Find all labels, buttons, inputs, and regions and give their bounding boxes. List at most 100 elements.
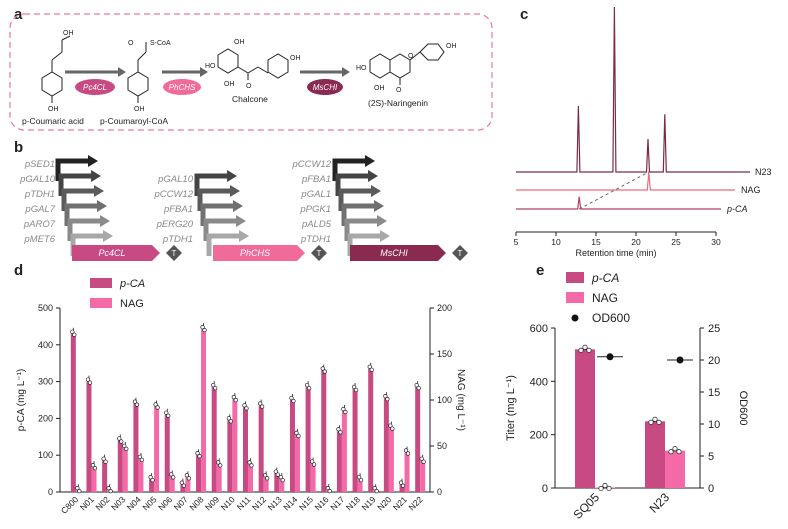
replicate-point — [296, 433, 301, 439]
promoter-arrow — [332, 158, 365, 181]
promoter-arrowhead — [380, 230, 390, 242]
bar-pca — [383, 398, 389, 492]
bar-nag — [138, 458, 144, 492]
d-ytick-left: 100 — [38, 450, 53, 460]
compound-label-pcoa: p-Coumaroyl-CoA — [100, 116, 168, 126]
d-category-label: N12 — [250, 494, 268, 512]
d-category-label: N01 — [78, 494, 96, 512]
bar-pca — [305, 387, 311, 492]
chalcone-structure — [217, 48, 289, 80]
replicate-point — [327, 489, 332, 494]
d-ytick-right: 200 — [437, 303, 452, 313]
bar-nag — [216, 464, 222, 492]
atom-oh: OH — [290, 55, 301, 62]
replicate-point — [265, 476, 270, 481]
e-legend-swatch — [566, 272, 584, 283]
replicate-point — [122, 443, 127, 448]
c-xtick-label: 5 — [514, 237, 519, 247]
panel-b-letter: b — [14, 139, 24, 156]
atom-ho: HO — [205, 63, 216, 70]
replicate-point — [153, 402, 158, 407]
peak-guide-line — [578, 171, 650, 210]
e-ytick-right: 5 — [708, 451, 714, 463]
d-ytick-left: 200 — [38, 413, 53, 423]
bar-pca — [86, 381, 92, 492]
promoter-arrow — [67, 218, 100, 241]
gene-label: PhCHS — [240, 248, 270, 258]
replicate-point — [260, 404, 265, 409]
atom-oh: OH — [63, 30, 74, 37]
d-category-label: N19 — [360, 494, 378, 512]
bar-pca — [336, 431, 342, 492]
replicate-point — [309, 459, 315, 464]
d-legend-swatch — [90, 278, 112, 288]
atom-o: O — [128, 40, 134, 47]
bar-nag — [263, 477, 269, 492]
panel-d-letter: d — [14, 262, 24, 279]
bar-nag — [185, 477, 191, 492]
promoter-label: pTDH1 — [162, 234, 193, 245]
trace-label-n23: N23 — [755, 167, 772, 177]
d-category-label: N16 — [313, 494, 331, 512]
replicate-point — [137, 454, 143, 460]
c-xtick-label: 30 — [711, 237, 721, 247]
replicate-point — [390, 426, 395, 431]
d-category-label: N21 — [391, 494, 409, 512]
replicate-point — [275, 472, 280, 477]
replicate-point — [598, 485, 604, 492]
replicate-point — [150, 477, 155, 483]
replicate-point — [211, 382, 216, 388]
d-category-label: N07 — [172, 494, 190, 512]
d-ytick-left: 500 — [38, 303, 53, 313]
gene-label: MsCHI — [380, 248, 408, 258]
d-category-label: N18 — [344, 494, 362, 512]
replicate-point — [164, 410, 169, 415]
replicate-point — [294, 430, 299, 436]
replicate-point — [181, 483, 187, 488]
promoter-label: pPGK1 — [299, 204, 331, 215]
replicate-point — [247, 460, 252, 465]
promoter-arrowhead — [100, 215, 110, 227]
replicate-point — [273, 469, 278, 474]
bar-pca — [164, 414, 170, 492]
bar-pca — [227, 420, 233, 492]
replicate-point — [602, 482, 608, 489]
replicate-point — [414, 382, 419, 388]
e-legend-label: NAG — [592, 291, 618, 305]
replicate-point — [383, 394, 388, 399]
d-ytick-left: 400 — [38, 340, 53, 350]
d-category-label: N13 — [266, 494, 284, 512]
bar-nag — [154, 406, 160, 492]
replicate-point — [403, 448, 409, 453]
replicate-point — [179, 480, 185, 485]
bar-nag — [357, 479, 363, 492]
d-category-label: N14 — [281, 494, 299, 512]
enzyme-badge-phchs — [163, 79, 201, 95]
e-ytick-right: 20 — [708, 355, 720, 367]
atom-o: O — [408, 53, 414, 60]
panel-a-letter: a — [14, 6, 23, 23]
atom-scoa: S-CoA — [150, 40, 171, 47]
replicate-point — [75, 486, 80, 491]
bar-pca — [645, 421, 665, 488]
gene-label: Pc4CL — [98, 248, 125, 258]
promoter-label: pCCW12 — [153, 189, 193, 200]
terminator-label: T — [172, 249, 177, 258]
gene-group2 — [213, 245, 305, 261]
promoter-label: pMET6 — [23, 234, 55, 245]
replicate-point — [325, 486, 330, 491]
c-xtick-label: 20 — [631, 237, 641, 247]
replicate-point — [385, 397, 390, 402]
replicate-point — [306, 385, 312, 391]
bar-nag — [404, 452, 410, 492]
promoter-arrow — [55, 158, 88, 181]
replicate-point — [195, 451, 200, 456]
naringenin-structure — [369, 43, 445, 85]
bar-pca — [274, 473, 280, 492]
c-xlabel: Retention time (min) — [575, 248, 656, 258]
e-ytick-left: 0 — [542, 483, 548, 495]
replicate-point — [233, 397, 238, 403]
promoter-arrow — [341, 203, 374, 226]
gene-group3 — [350, 245, 446, 261]
